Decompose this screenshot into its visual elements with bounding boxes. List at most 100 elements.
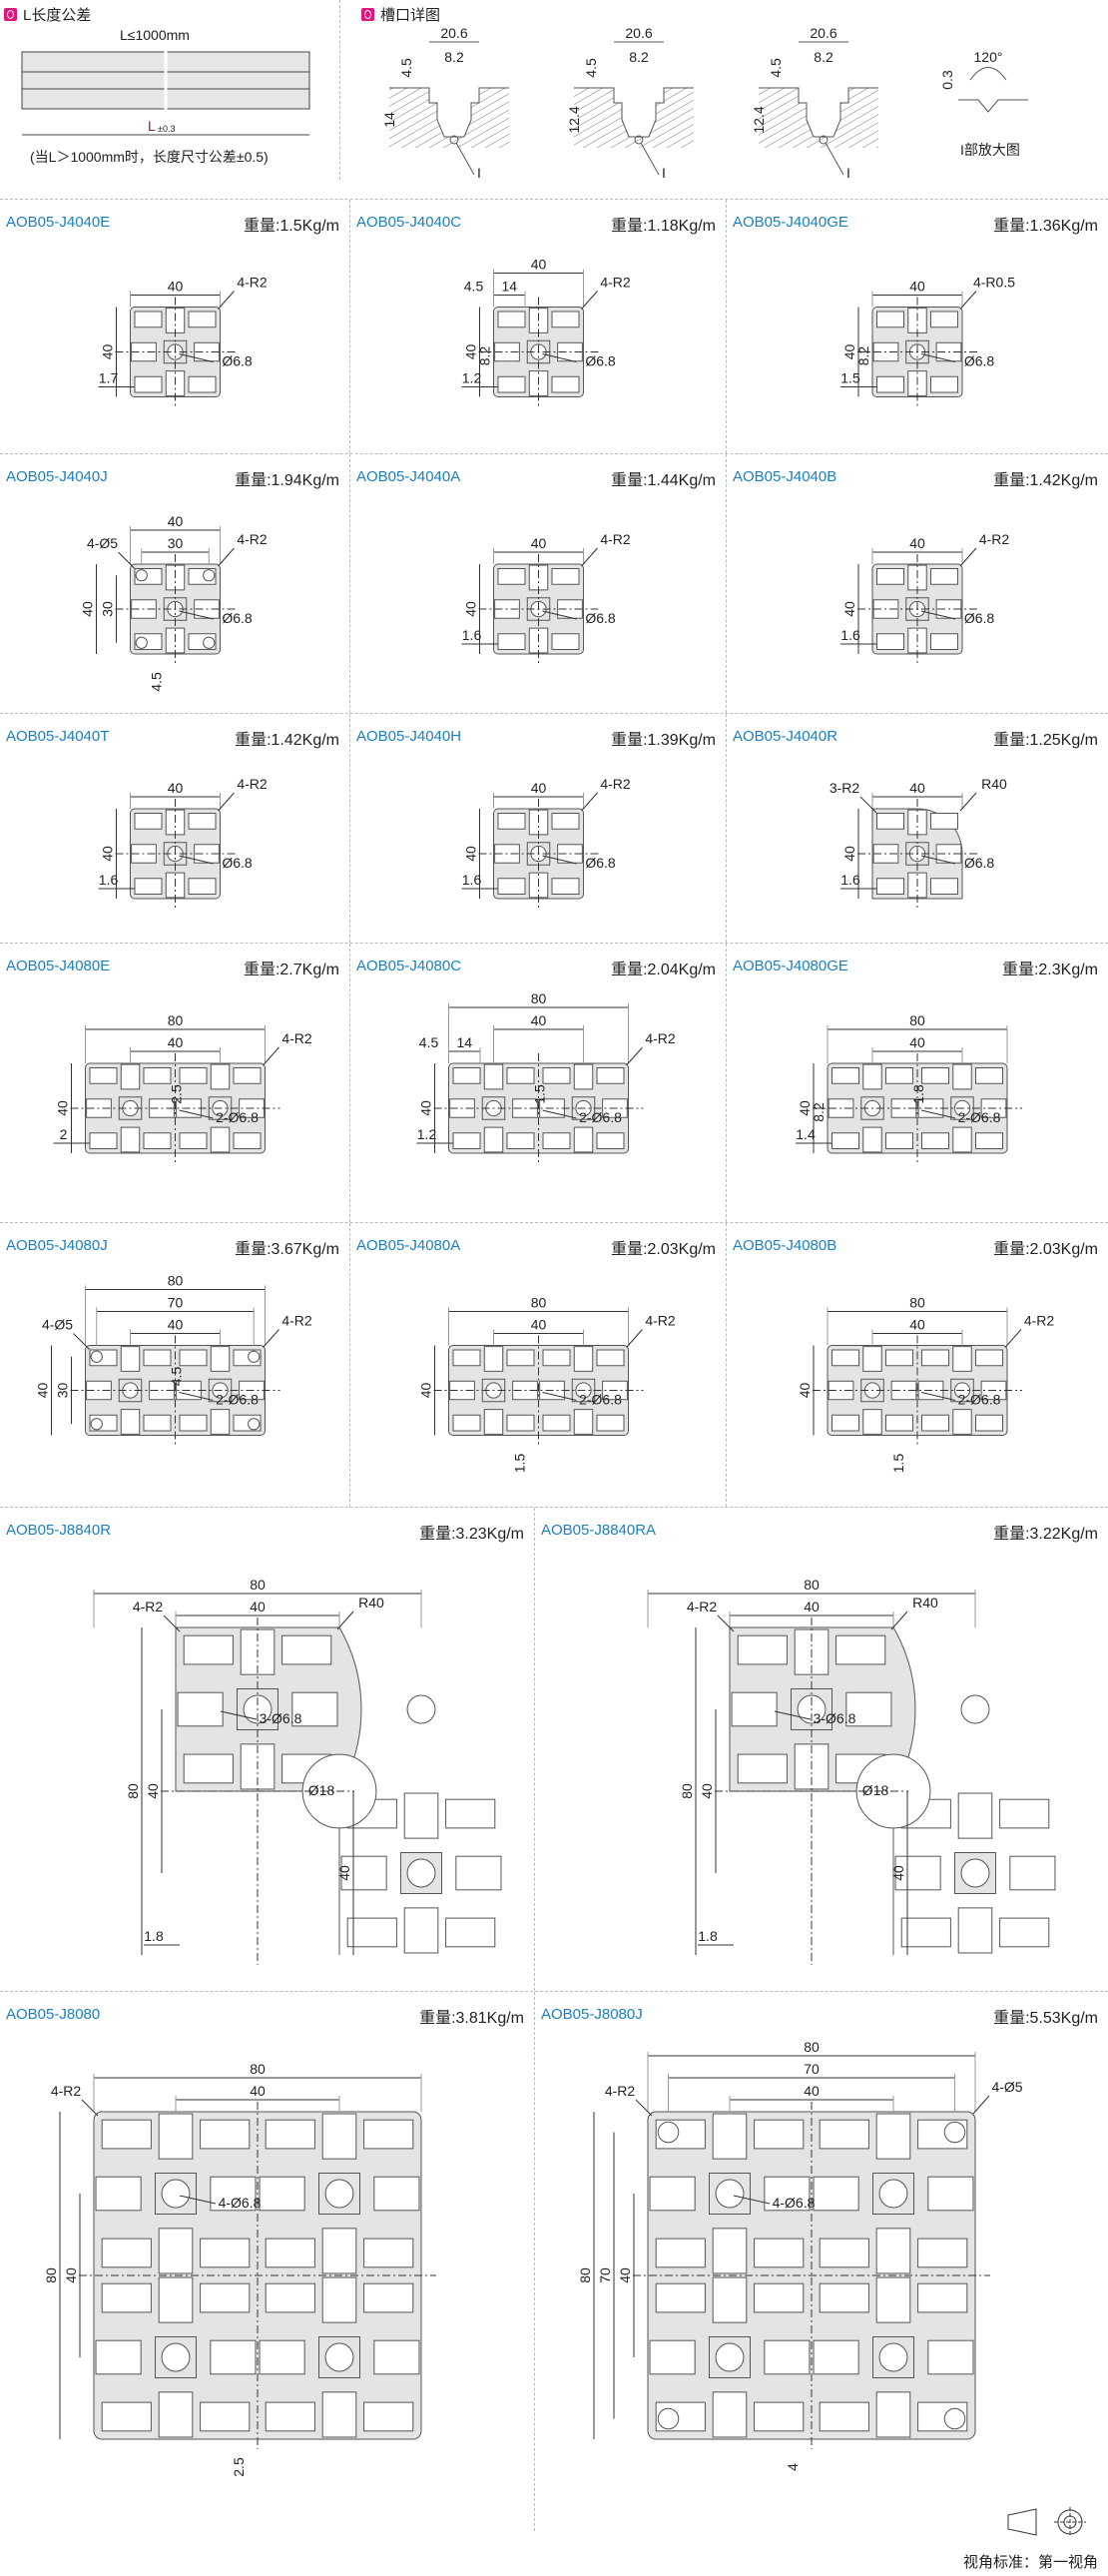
- corner-cavity: [876, 878, 904, 895]
- dimension-text: 40: [250, 2083, 266, 2099]
- weight-value: 1.18Kg/m: [647, 218, 716, 235]
- profile-model[interactable]: AOB05-J4040C: [356, 214, 462, 231]
- corner-cavity: [179, 1414, 208, 1432]
- profile-model[interactable]: AOB05-J4080B: [733, 1237, 837, 1254]
- dimension-text: 80: [168, 1012, 184, 1028]
- profile-model[interactable]: AOB05-J4040T: [6, 728, 110, 745]
- profile-model[interactable]: AOB05-J8080: [6, 2006, 101, 2023]
- bore-text: Ø6.8: [964, 353, 995, 369]
- corner-cavity: [188, 813, 217, 830]
- wall-thickness-text: 1.2: [462, 370, 482, 386]
- dimension-text: 2.5: [231, 2457, 247, 2477]
- t-slot: [712, 2391, 748, 2438]
- corner-cavity: [930, 311, 958, 328]
- t-slot: [764, 2339, 811, 2375]
- t-slot: [875, 2276, 911, 2323]
- dimension-text: 80: [250, 1577, 266, 1593]
- profile-model[interactable]: AOB05-J8080J: [541, 2006, 643, 2023]
- corner-cavity: [188, 311, 217, 328]
- length-label: L: [148, 118, 156, 134]
- t-slot: [483, 1346, 504, 1372]
- dimension-text: 40: [35, 1383, 51, 1399]
- corner-cavity: [831, 1132, 859, 1149]
- length-tolerance: ±0.3: [158, 124, 175, 134]
- corner-cavity: [754, 2119, 805, 2150]
- profile-model[interactable]: AOB05-J4080A: [356, 1237, 461, 1254]
- profile-model[interactable]: AOB05-J4040H: [356, 728, 462, 745]
- dimension-text: 40: [841, 601, 857, 617]
- dimension-text: 40: [841, 846, 857, 862]
- corner-cavity: [975, 1349, 1003, 1367]
- dimension-text: Ø18: [308, 1782, 335, 1798]
- profile-model[interactable]: AOB05-J4080C: [356, 958, 462, 974]
- center-bore-icon: [324, 2342, 354, 2372]
- profile-model[interactable]: AOB05-J4040E: [6, 214, 111, 231]
- t-slot: [158, 2276, 194, 2323]
- profile-weight: 重量:1.18Kg/m: [611, 212, 716, 236]
- corner-cavity: [101, 2282, 152, 2313]
- profile-model[interactable]: AOB05-J4040J: [6, 468, 108, 485]
- callout-text: 4-R2: [979, 531, 1010, 547]
- tolerance-title: L长度公差: [4, 4, 91, 25]
- dimension-text: 80: [577, 2267, 593, 2283]
- t-slot: [373, 2339, 420, 2375]
- weight-label: 重量:: [611, 472, 648, 489]
- slot-lip-dim: 4.5: [583, 58, 599, 78]
- wall-thickness-text: 1.6: [840, 872, 860, 888]
- profile-model[interactable]: AOB05-J4080GE: [733, 958, 848, 974]
- dimension-text: 70: [804, 2061, 820, 2077]
- detail-circle: [634, 135, 644, 145]
- profile-model[interactable]: AOB05-J4040R: [733, 728, 838, 745]
- weight-label: 重量:: [993, 732, 1030, 749]
- profile-model[interactable]: AOB05-J4040B: [733, 468, 837, 485]
- corner-cavity: [200, 2282, 251, 2313]
- dimension-text: 80: [250, 2061, 266, 2077]
- length-tolerance-drawing: L≤1000mm L ±0.3 (当L＞1000mm时，长度尺寸公差±0.5): [21, 27, 310, 165]
- corner-cavity: [831, 1414, 859, 1432]
- corner-cavity: [281, 1634, 332, 1665]
- corner-hole-icon: [657, 2407, 680, 2430]
- corner-hole-icon: [135, 569, 148, 582]
- profile-weight: 重量:2.04Kg/m: [611, 956, 716, 979]
- corner-cavity: [831, 1349, 859, 1367]
- callout-text: R40: [358, 1595, 384, 1610]
- dimension-text: 80: [125, 1783, 141, 1799]
- slot-detail-drawing: 20.68.24.514I20.68.24.512.4I20.68.24.512…: [381, 25, 1028, 181]
- profile-model[interactable]: AOB05-J4080E: [6, 958, 111, 974]
- t-slot: [649, 2339, 696, 2375]
- leader-line: [972, 2095, 990, 2115]
- corner-hole-icon: [135, 636, 148, 649]
- dimension-text: 80: [168, 1273, 184, 1289]
- weight-label: 重量:: [611, 962, 648, 978]
- corner-cavity: [179, 1067, 208, 1084]
- corner-cavity: [265, 2238, 315, 2268]
- dimension-text: 8.2: [477, 346, 493, 366]
- t-slot: [573, 1063, 594, 1090]
- profile-weight: 重量:1.5Kg/m: [244, 212, 339, 236]
- leader-line: [635, 2099, 653, 2117]
- weight-label: 重量:: [611, 1241, 648, 1258]
- callout-text: 4-R2: [600, 776, 631, 792]
- profile-model[interactable]: AOB05-J4080J: [6, 1237, 108, 1254]
- profile-model[interactable]: AOB05-J4040GE: [733, 214, 848, 231]
- wall-thickness-text: 1.8: [144, 1928, 164, 1944]
- profile-model[interactable]: AOB05-J4040A: [356, 468, 461, 485]
- leader-line: [920, 1392, 956, 1401]
- profile-model[interactable]: AOB05-J8840R: [6, 1522, 112, 1539]
- t-slot: [210, 1409, 231, 1435]
- leader-line: [218, 291, 235, 310]
- t-slot: [845, 1691, 892, 1727]
- profile-model[interactable]: AOB05-J8840RA: [541, 1522, 657, 1539]
- corner-cavity: [737, 1634, 788, 1665]
- weight-label: 重量:: [235, 472, 272, 489]
- dimension-text: 40: [55, 1100, 71, 1116]
- dimension-text: 40: [909, 1034, 925, 1050]
